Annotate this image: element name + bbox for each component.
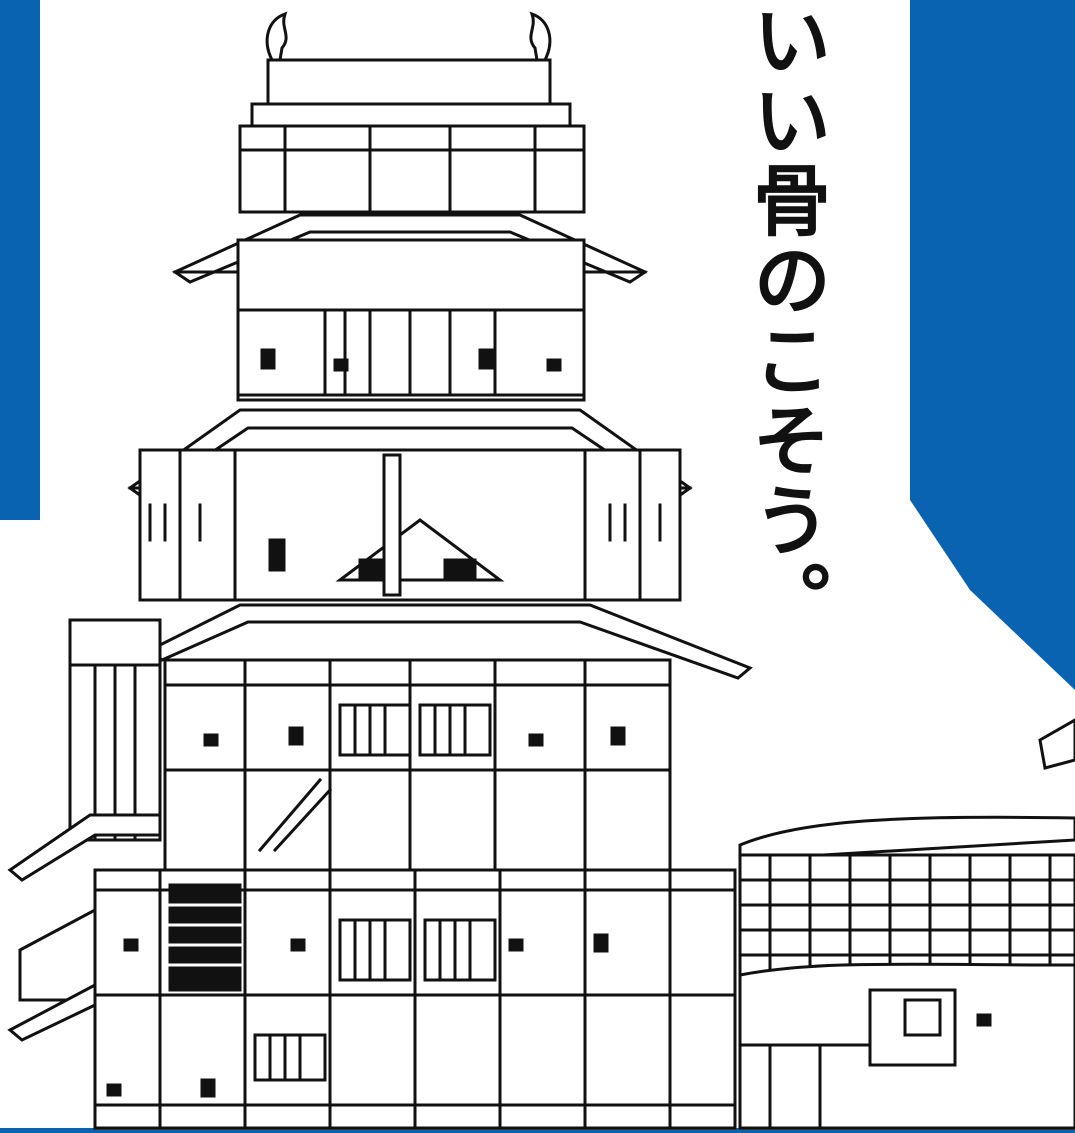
- left-annex: [7, 618, 162, 882]
- right-corridor: [738, 718, 1075, 1130]
- top-tier: [238, 58, 586, 214]
- roof-tier-3: [147, 603, 753, 680]
- bottom-blue-strip: [0, 1128, 1075, 1133]
- tier-2: [236, 238, 586, 402]
- right-finial-icon: [529, 11, 552, 62]
- base-tier: [7, 868, 737, 1130]
- left-finial-icon: [265, 11, 288, 62]
- tier-4: [163, 658, 672, 872]
- left-blue-panel: [0, 0, 40, 520]
- tier-3: [138, 448, 682, 602]
- right-blue-panel: [910, 0, 1075, 690]
- catchphrase-vertical: いい骨のこそう。: [740, 0, 830, 640]
